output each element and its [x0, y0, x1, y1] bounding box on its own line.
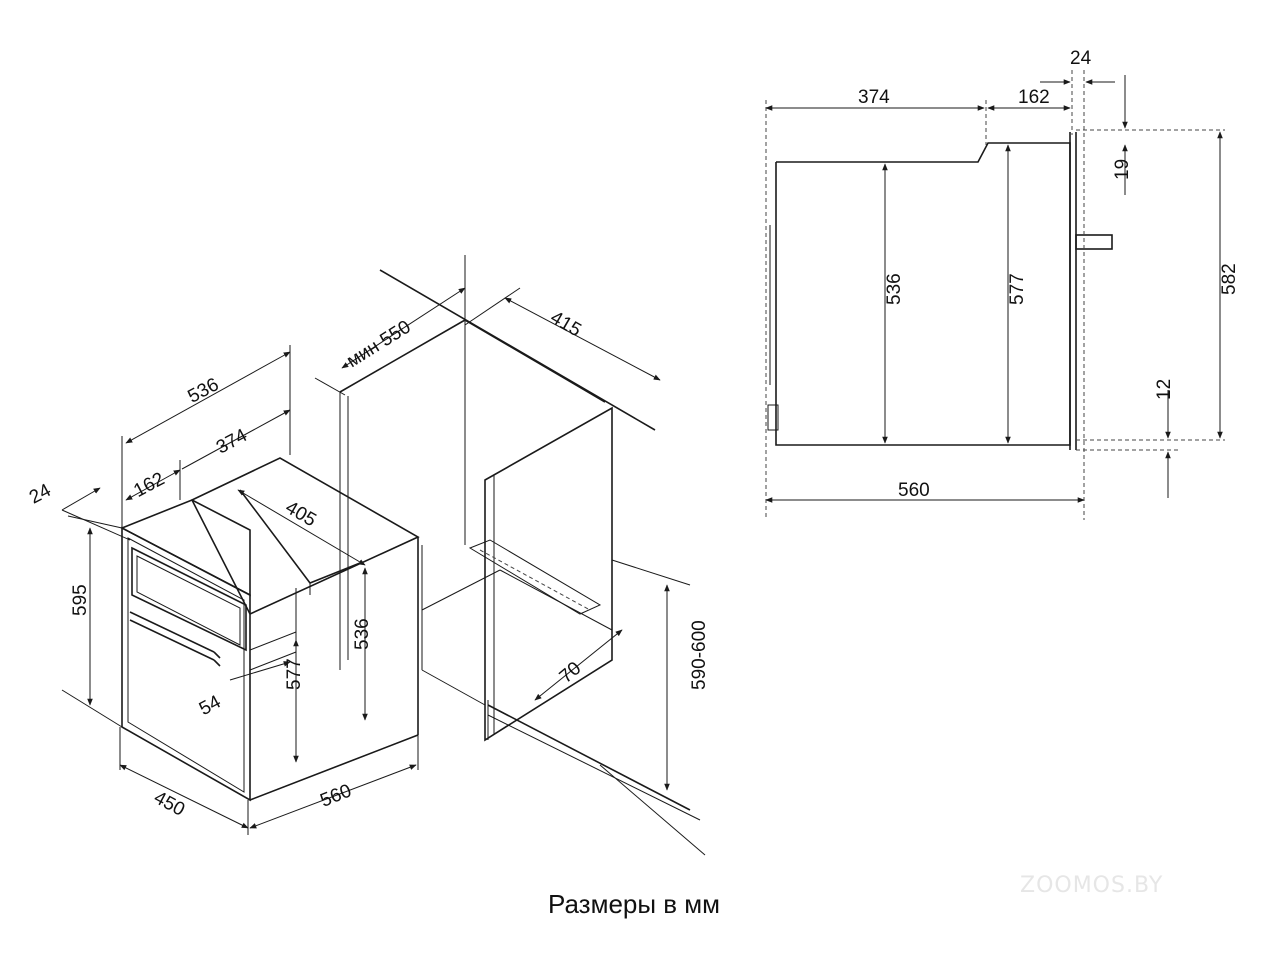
- iso-label-590-600: 590-600: [689, 620, 710, 690]
- iso-label-24: 24: [26, 480, 55, 509]
- watermark: ZOOMOS.BY: [1020, 873, 1163, 898]
- side-label-162: 162: [1018, 87, 1050, 108]
- iso-label-577: 577: [284, 658, 305, 690]
- side-view-oven: [767, 132, 1113, 450]
- iso-label-536-top: 536: [185, 374, 223, 407]
- side-label-374: 374: [858, 87, 890, 108]
- iso-cabinet-dimensions: [314, 255, 691, 791]
- iso-label-595: 595: [70, 584, 91, 616]
- side-label-19: 19: [1112, 159, 1133, 180]
- iso-label-54: 54: [196, 691, 225, 720]
- iso-label-536-side: 536: [352, 618, 373, 650]
- iso-label-405: 405: [282, 497, 320, 531]
- iso-oven-dimensions: [61, 345, 419, 835]
- side-label-536: 536: [884, 273, 905, 305]
- side-view-dimensions: [765, 70, 1225, 520]
- side-label-577: 577: [1007, 273, 1028, 305]
- oven-window: [131, 546, 247, 652]
- side-label-12: 12: [1154, 379, 1175, 400]
- side-label-582: 582: [1219, 263, 1240, 295]
- caption: Размеры в мм: [548, 889, 720, 919]
- iso-label-374: 374: [213, 425, 251, 459]
- oven-handle: [129, 611, 215, 653]
- side-label-560: 560: [898, 480, 930, 501]
- iso-label-415: 415: [547, 307, 585, 341]
- iso-label-min550: мин 550: [343, 317, 414, 373]
- iso-label-450: 450: [150, 787, 188, 820]
- iso-label-560: 560: [317, 780, 354, 811]
- iso-label-162: 162: [130, 469, 168, 502]
- side-label-24: 24: [1070, 48, 1092, 69]
- iso-cabinet: [339, 269, 706, 856]
